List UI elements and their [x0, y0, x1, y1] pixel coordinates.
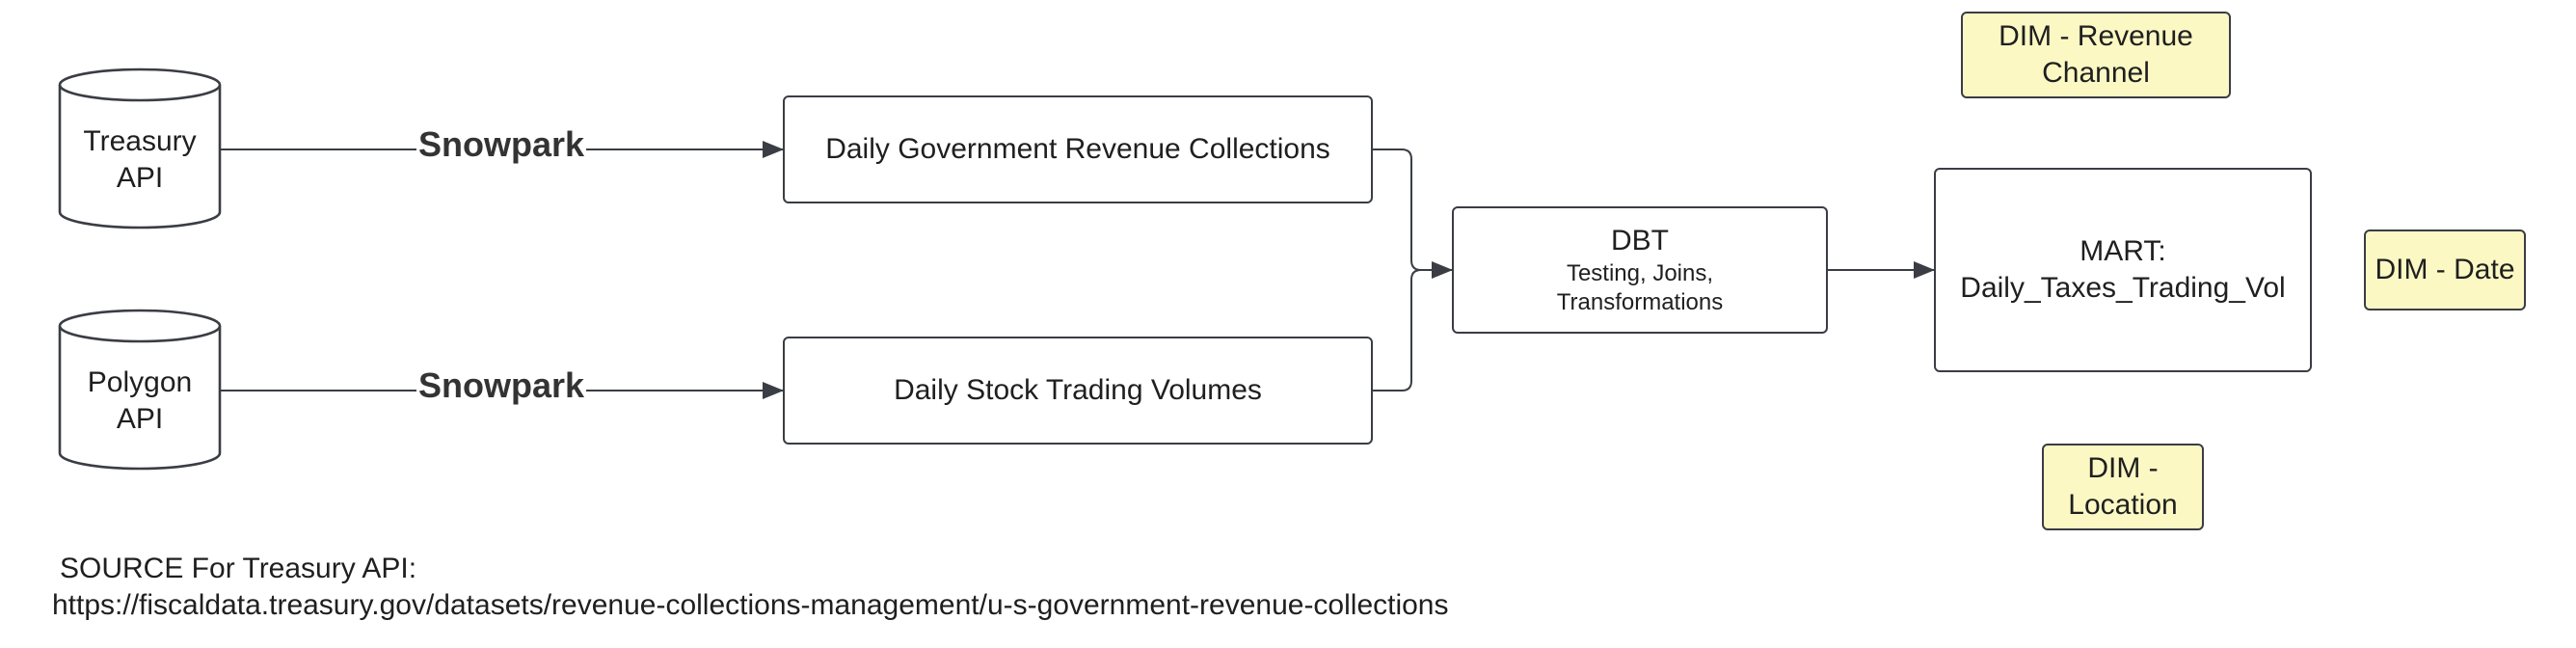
mart-node: MART: Daily_Taxes_Trading_Vol [1934, 168, 2312, 372]
polygon-api-label-line1: Polygon [87, 366, 193, 398]
treasury-api-label-line2: API [116, 162, 164, 194]
dbt-subtitle-line2: Transformations [1556, 289, 1724, 315]
mart-title-line2: Daily_Taxes_Trading_Vol [1960, 272, 2286, 304]
source-note-url: https://fiscaldata.treasury.gov/datasets… [52, 589, 1449, 621]
snowpark-label-bottom: Snowpark [416, 365, 587, 406]
revenue-collections-node: Daily Government Revenue Collections [783, 95, 1373, 203]
source-note-heading: SOURCE For Treasury API: [60, 553, 417, 584]
trading-to-dbt-connector [1371, 269, 1422, 392]
stock-trading-volumes-label: Daily Stock Trading Volumes [894, 374, 1262, 406]
revenue-collections-label: Daily Government Revenue Collections [825, 133, 1330, 165]
dim-location-line1: DIM - [2087, 452, 2159, 484]
polygon-api-cylinder [58, 309, 222, 471]
treasury-api-cylinder [58, 68, 222, 230]
snowpark-label-top: Snowpark [416, 124, 587, 165]
dim-revenue-channel-line1: DIM - Revenue [1999, 20, 2193, 52]
dim-location-node: DIM - Location [2042, 444, 2204, 530]
treasury-api-label: Treasury API [60, 123, 220, 197]
revenue-to-dbt-connector [1371, 148, 1422, 271]
stock-trading-volumes-node: Daily Stock Trading Volumes [783, 337, 1373, 445]
dim-date-label: DIM - Date [2375, 254, 2515, 285]
dbt-subtitle-line1: Testing, Joins, [1566, 260, 1714, 286]
polygon-api-label-line2: API [116, 403, 164, 435]
dbt-node: DBT Testing, Joins, Transformations [1452, 206, 1828, 334]
dim-date-node: DIM - Date [2364, 230, 2526, 310]
polygon-api-label: Polygon API [60, 364, 220, 438]
dbt-title: DBT [1611, 225, 1669, 256]
mart-title-line1: MART: [2080, 235, 2166, 267]
dim-revenue-channel-node: DIM - Revenue Channel [1961, 12, 2231, 98]
dim-location-line2: Location [2068, 489, 2178, 521]
treasury-api-label-line1: Treasury [83, 125, 197, 157]
dim-revenue-channel-line2: Channel [2042, 57, 2150, 89]
